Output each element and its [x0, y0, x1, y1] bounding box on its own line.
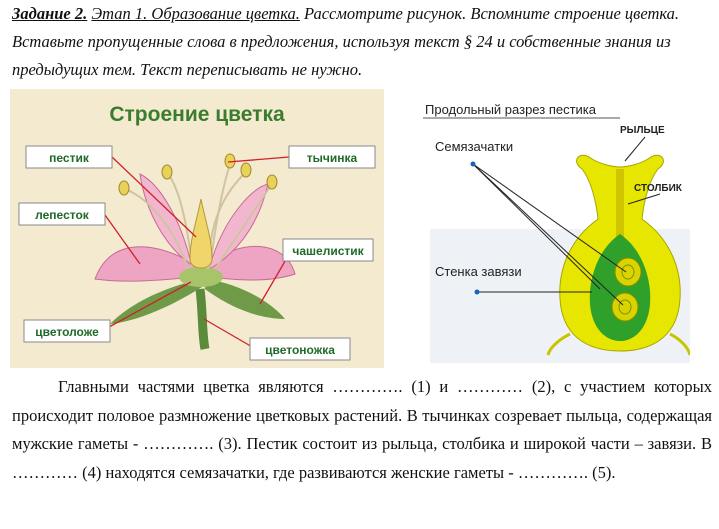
sepal-stubs: [546, 332, 690, 356]
label-box-pistil: [25, 145, 113, 169]
pointer-lines: [99, 156, 292, 349]
fill-in-paragraph: Главными частями цветка являются …………. (…: [12, 377, 712, 482]
pistil-section-figure: Продольный разрез пестика Семязачатки Ст…: [420, 89, 690, 363]
ovule-lower-core: [618, 299, 632, 315]
style-canal: [616, 169, 624, 249]
ovules-pointer-dot: [470, 161, 476, 167]
label-ovules: Семязачатки: [435, 139, 513, 154]
label-box-pedicel: [249, 337, 351, 361]
anthers: [118, 153, 278, 196]
label-box-sepal: [282, 238, 374, 262]
task-header: Задание 2. Этап 1. Образование цветка. Р…: [12, 0, 712, 84]
pistil-pointer-lines: [472, 136, 661, 306]
receptacle-shape: [179, 267, 223, 287]
task-label: Задание 2.: [12, 4, 88, 23]
ovule-upper: [614, 257, 642, 287]
label-petal: лепесток: [35, 208, 90, 222]
label-box-stamen: [288, 145, 376, 169]
label-ovary-wall: Стенка завязи: [435, 264, 522, 279]
ovule-lower: [611, 292, 639, 322]
flower-figure-title: Строение цветка: [109, 103, 285, 126]
petal-right: [207, 245, 296, 281]
pistil-shape: [189, 198, 213, 269]
label-stamen: тычинка: [307, 151, 358, 165]
flower-structure-figure: Строение цветка пестик тыч: [10, 89, 384, 368]
stem: [195, 288, 210, 350]
ovule-upper-core: [621, 264, 635, 280]
petal-left: [94, 246, 199, 282]
right-sepal: [205, 279, 285, 319]
ovary-wall-pointer-dot: [474, 289, 480, 295]
label-receptacle: цветоложе: [35, 325, 99, 339]
label-box-receptacle: [23, 319, 111, 343]
label-box-petal: [18, 202, 106, 226]
pistil-figure-title: Продольный разрез пестика: [425, 102, 597, 117]
label-pedicel: цветоножка: [265, 343, 335, 357]
task-instructions: Рассмотрите рисунок. Вспомните строение …: [12, 4, 680, 79]
label-pistil: пестик: [49, 151, 90, 165]
label-stigma: РЫЛЬЦЕ: [620, 125, 665, 136]
label-style: СТОЛБИК: [634, 183, 683, 194]
task-stage: Этап 1. Образование цветка.: [91, 4, 300, 23]
label-sepal: чашелистик: [292, 244, 364, 258]
